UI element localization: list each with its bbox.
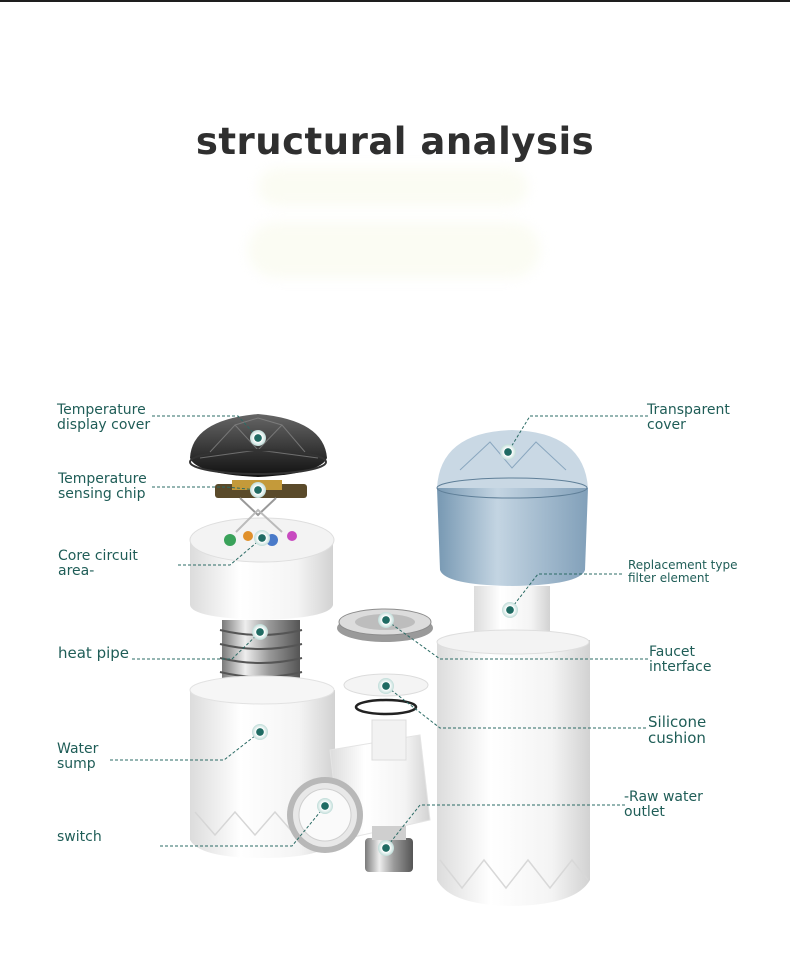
top-border-line: [0, 0, 790, 2]
marker-dot: [317, 798, 333, 814]
marker-dot: [252, 624, 268, 640]
title-glow-2: [248, 222, 540, 278]
label-transparent-cover: Transparent cover: [647, 402, 730, 433]
label-temperature-sensing-chip: Temperature sensing chip: [58, 471, 147, 502]
marker-dot: [378, 612, 394, 628]
label-raw-water-outlet: -Raw water outlet: [624, 789, 703, 820]
marker-dot: [252, 724, 268, 740]
title-glow-1: [258, 168, 528, 206]
leader-lines: [110, 415, 648, 849]
marker-dot: [378, 840, 394, 856]
label-faucet-interface: Faucet interface: [649, 644, 712, 675]
label-heat-pipe: heat pipe: [58, 644, 130, 662]
filter-housing: [436, 629, 590, 906]
label-silicone-cushion: Silicone cushion: [648, 713, 707, 747]
label-switch: switch: [57, 829, 102, 845]
core-circuit-area: [189, 508, 335, 620]
label-replacement-filter-element: Replacement type filter element: [628, 558, 738, 585]
marker-dot: [250, 482, 266, 498]
label-water-sump: Water sump: [57, 741, 99, 772]
label-temperature-display-cover: Temperature display cover: [57, 402, 151, 433]
marker-dot: [500, 444, 516, 460]
marker-dot: [378, 678, 394, 694]
switch-knob: [287, 777, 363, 853]
label-core-circuit-area: Core circuit area-: [58, 548, 138, 579]
marker-dot: [250, 430, 266, 446]
marker-dot: [254, 530, 270, 546]
marker-dot: [502, 602, 518, 618]
markers: [250, 430, 518, 856]
page-title: structural analysis: [195, 120, 595, 163]
transparent-cover: [436, 430, 588, 586]
